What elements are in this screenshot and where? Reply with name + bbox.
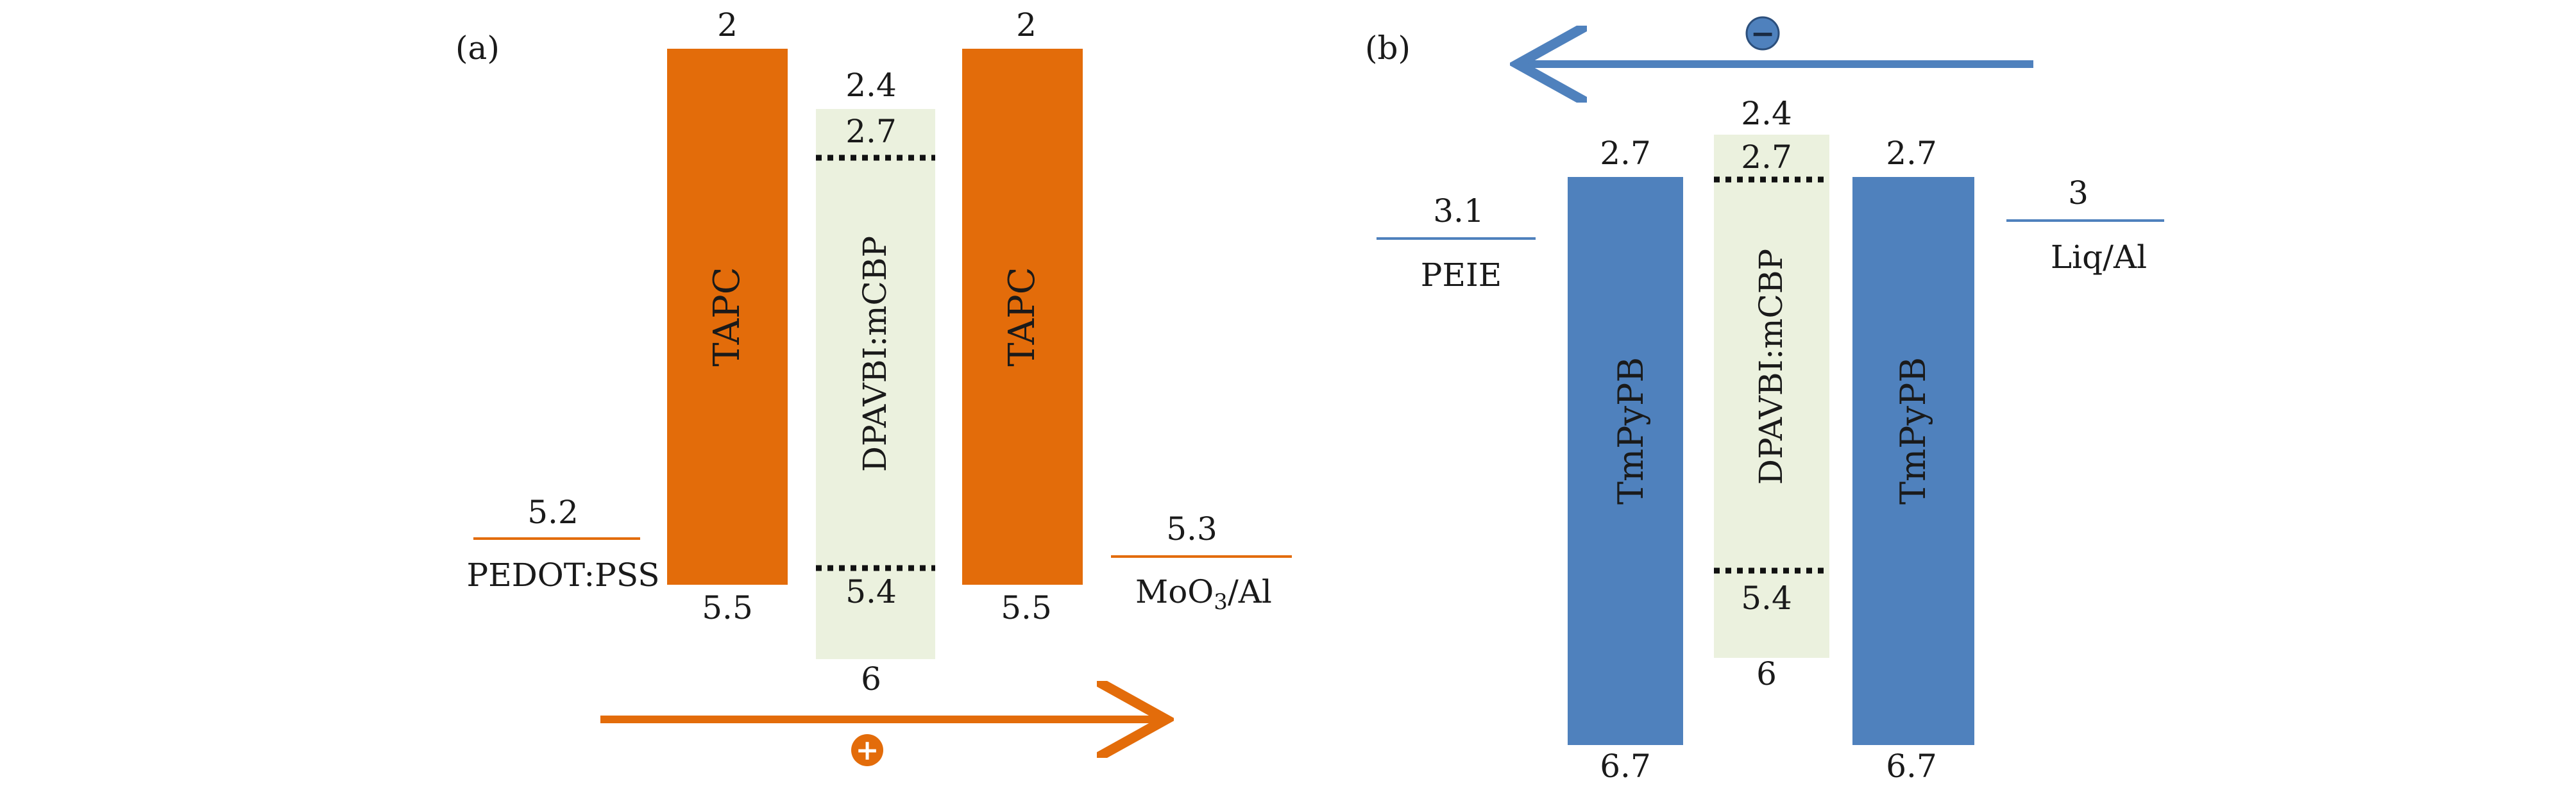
emitter-a-homo-host: 6 <box>861 660 881 698</box>
tmpypb-right-lumo: 2.7 <box>1886 135 1937 172</box>
tapc-left-label: TAPC <box>706 267 748 366</box>
emitter-b-label: DPAVBI:mCBP <box>1752 249 1790 485</box>
emitter-b-homo-dopant: 5.4 <box>1741 580 1792 617</box>
hole-symbol-circle <box>851 734 883 766</box>
panel-b-label: (b) <box>1365 29 1411 67</box>
panel-a: (a) 2 5.5 TAPC 2.4 2.7 5.4 6 DPAVBI:mCBP… <box>455 6 1292 767</box>
tapc-left-homo: 5.5 <box>702 589 753 626</box>
hole-symbol: + <box>856 734 879 767</box>
emitter-a-lumo-dopant: 2.7 <box>845 113 897 150</box>
moo3-level: 5.3 <box>1166 510 1217 548</box>
liq-level: 3 <box>2068 174 2089 212</box>
tapc-right-bar <box>962 49 1083 585</box>
pedot-label: PEDOT:PSS <box>467 557 660 594</box>
panel-b: (b) − 3.1 PEIE 2.7 6.7 TmPyPB 2.4 2.7 5.… <box>1365 16 2164 785</box>
tapc-right-homo: 5.5 <box>1001 589 1052 626</box>
electron-symbol-circle <box>1745 16 1780 51</box>
peie-label: PEIE <box>1421 256 1502 294</box>
tapc-right-lumo: 2 <box>1016 6 1037 44</box>
tmpypb-right-bar <box>1852 177 1974 745</box>
tapc-left-lumo: 2 <box>717 6 738 44</box>
moo3-label: MoO3/Al <box>1135 573 1272 615</box>
emitter-a-label: DPAVBI:mCBP <box>856 236 894 472</box>
tmpypb-left-lumo: 2.7 <box>1600 135 1651 172</box>
emitter-a-homo-dopant: 5.4 <box>845 573 897 610</box>
emitter-b-lumo-dopant: 2.7 <box>1741 138 1792 176</box>
electron-symbol: − <box>1750 16 1775 51</box>
tmpypb-left-bar <box>1568 177 1683 745</box>
liq-label: Liq/Al <box>2051 239 2147 276</box>
pedot-level: 5.2 <box>527 494 579 531</box>
tmpypb-right-label: TmPyPB <box>1893 357 1933 505</box>
tmpypb-left-label: TmPyPB <box>1611 357 1651 505</box>
tapc-left-bar <box>667 49 788 585</box>
tmpypb-right-homo: 6.7 <box>1886 748 1937 785</box>
peie-level: 3.1 <box>1433 192 1484 230</box>
emitter-b-lumo-host: 2.4 <box>1741 95 1792 132</box>
tmpypb-left-homo: 6.7 <box>1600 748 1651 785</box>
panel-a-label: (a) <box>455 29 500 67</box>
emitter-a-lumo-host: 2.4 <box>845 67 897 104</box>
tapc-right-label: TAPC <box>1001 267 1043 366</box>
emitter-b-homo-host: 6 <box>1756 655 1777 692</box>
